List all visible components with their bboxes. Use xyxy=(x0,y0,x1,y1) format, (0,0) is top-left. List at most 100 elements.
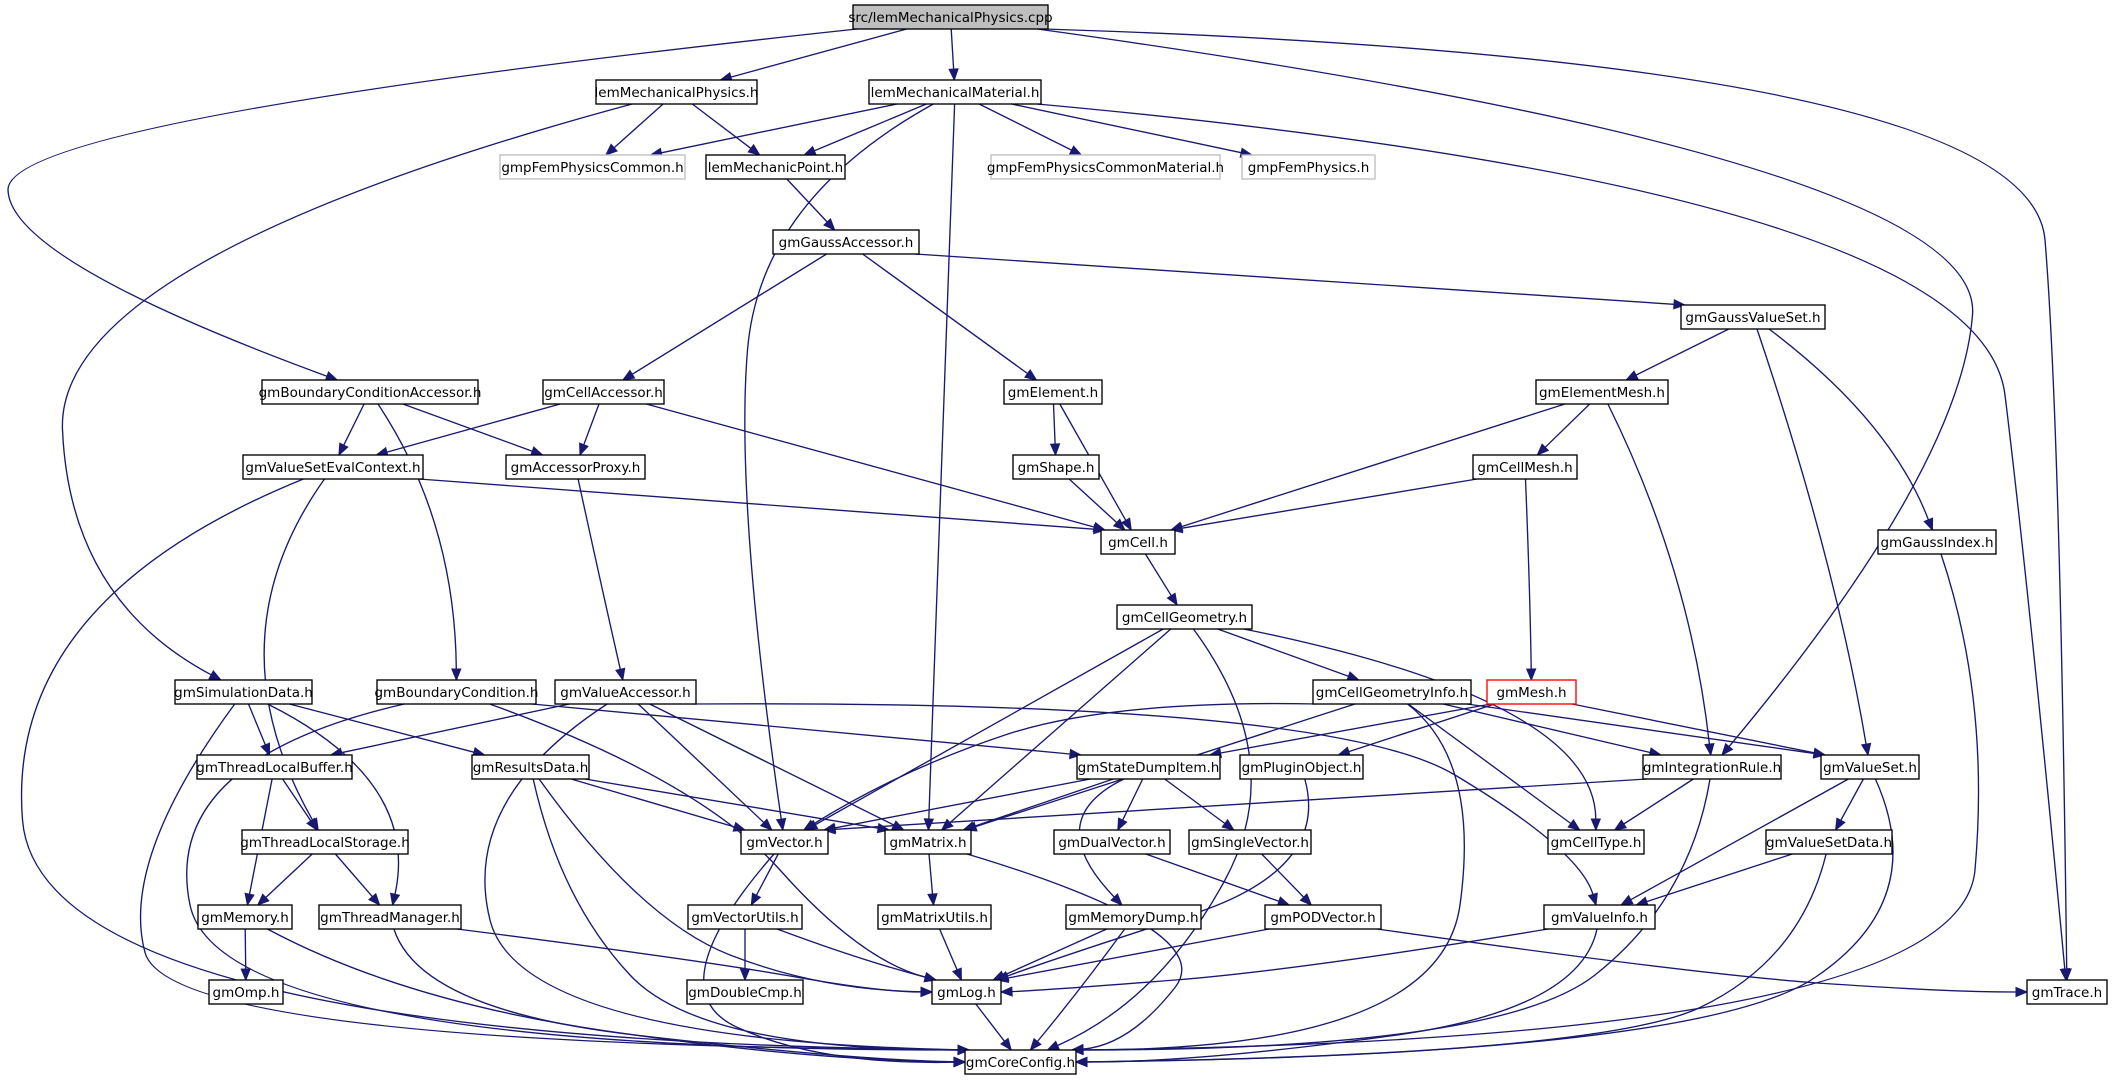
edge-lemMechanicalMaterial-to-gmMatrix xyxy=(928,103,956,820)
arrowhead-gmElement-to-gmCell xyxy=(1121,517,1132,532)
node-label: gmVector.h xyxy=(746,835,822,851)
node-box xyxy=(1012,454,1100,480)
node-root[interactable]: src/lemMechanicalPhysics.cpp xyxy=(848,4,1053,30)
node-gmValueSetEvalContext[interactable]: gmValueSetEvalContext.h xyxy=(242,454,424,480)
node-gmValueSetData[interactable]: gmValueSetData.h xyxy=(1765,829,1893,855)
node-gmMatrix[interactable]: gmMatrix.h xyxy=(884,829,972,855)
node-gmBoundaryCondition[interactable]: gmBoundaryCondition.h xyxy=(374,679,539,705)
node-gmGaussValueSet[interactable]: gmGaussValueSet.h xyxy=(1680,304,1826,330)
node-gmDoubleCmp[interactable]: gmDoubleCmp.h xyxy=(686,979,804,1005)
node-box xyxy=(964,1049,1077,1075)
node-gmSimulationData[interactable]: gmSimulationData.h xyxy=(174,679,313,705)
node-gmResultsData[interactable]: gmResultsData.h xyxy=(471,754,590,780)
node-gmAccessorProxy[interactable]: gmAccessorProxy.h xyxy=(505,454,646,480)
node-gmThreadLocalBuffer[interactable]: gmThreadLocalBuffer.h xyxy=(196,754,353,780)
edge-gmVector-to-gmVectorUtils xyxy=(755,853,779,896)
edge-gmValueSetData-to-gmValueInfo xyxy=(1646,853,1793,903)
node-gmIntegrationRule[interactable]: gmIntegrationRule.h xyxy=(1642,754,1782,780)
node-gmElement[interactable]: gmElement.h xyxy=(1003,379,1103,405)
node-box xyxy=(877,904,992,930)
arrowhead-gmValueAccessor-to-gmValueInfo xyxy=(1587,892,1598,907)
edge-gmBoundaryCondition-to-gmLog xyxy=(489,703,926,978)
arrowhead-lemMechanicalMaterial-to-gmTrace xyxy=(2059,968,2070,982)
node-gmThreadManager[interactable]: gmThreadManager.h xyxy=(318,904,462,930)
arrowhead-gmStateDumpItem-to-gmMemoryDump xyxy=(1110,893,1123,906)
node-gmElementMesh[interactable]: gmElementMesh.h xyxy=(1535,379,1669,405)
node-gmStateDumpItem[interactable]: gmStateDumpItem.h xyxy=(1076,754,1221,780)
node-box xyxy=(1239,754,1364,780)
edge-gmValueSetEvalContext-to-gmCell xyxy=(418,478,1095,530)
node-gmCellAccessor[interactable]: gmCellAccessor.h xyxy=(542,379,665,405)
edge-gmGaussIndex-to-gmCoreConfig xyxy=(1082,553,1980,1051)
node-gmSingleVector[interactable]: gmSingleVector.h xyxy=(1188,829,1312,855)
edge-gmCellMesh-to-gmMesh xyxy=(1524,478,1532,670)
node-gmDualVector[interactable]: gmDualVector.h xyxy=(1053,829,1171,855)
node-label: gmpFemPhysicsCommonMaterial.h xyxy=(987,160,1224,176)
node-gmCellGeometry[interactable]: gmCellGeometry.h xyxy=(1116,604,1253,630)
node-gmpFemPhysicsCommon[interactable]: gmpFemPhysicsCommon.h xyxy=(499,154,686,180)
node-gmBoundaryConditionAccessor[interactable]: gmBoundaryConditionAccessor.h xyxy=(259,379,482,405)
node-gmVectorUtils[interactable]: gmVectorUtils.h xyxy=(687,904,803,930)
edge-gmPluginObject-to-gmLog xyxy=(1007,778,1310,977)
node-gmVector[interactable]: gmVector.h xyxy=(740,829,829,855)
node-label: gmStateDumpItem.h xyxy=(1078,760,1220,776)
arrowhead-gmGaussAccessor-to-gmElement xyxy=(1024,369,1038,381)
node-label: gmLog.h xyxy=(937,985,996,1001)
edge-gmMatrix-to-gmMatrixUtils xyxy=(928,853,934,895)
node-gmPluginObject[interactable]: gmPluginObject.h xyxy=(1239,754,1364,780)
node-gmMemoryDump[interactable]: gmMemoryDump.h xyxy=(1065,904,1202,930)
arrowhead-gmGaussAccessor-to-gmCellAccessor xyxy=(621,369,636,381)
node-box xyxy=(1765,829,1893,855)
node-gmCoreConfig[interactable]: gmCoreConfig.h xyxy=(964,1049,1077,1075)
node-gmCellGeometryInfo[interactable]: gmCellGeometryInfo.h xyxy=(1312,679,1472,705)
node-box xyxy=(242,454,424,480)
node-lemMechanicalMaterial[interactable]: lemMechanicalMaterial.h xyxy=(868,79,1042,105)
node-gmTrace[interactable]: gmTrace.h xyxy=(2026,979,2108,1005)
arrowhead-gmMemoryDump-to-gmCoreConfig xyxy=(1029,1037,1042,1052)
edge-gmSingleVector-to-gmPODVector xyxy=(1261,853,1305,898)
node-gmpFemPhysicsCommonMaterial[interactable]: gmpFemPhysicsCommonMaterial.h xyxy=(987,154,1224,180)
node-gmGaussIndex[interactable]: gmGaussIndex.h xyxy=(1877,529,1997,555)
node-lemMechanicPoint[interactable]: lemMechanicPoint.h xyxy=(705,154,846,180)
edge-gmValueSetEvalContext-to-gmCoreConfig xyxy=(20,478,959,1051)
node-box xyxy=(1053,829,1171,855)
arrowhead-gmSimulationData-to-gmThreadLocalBuffer xyxy=(260,742,270,757)
node-box xyxy=(261,379,479,405)
node-gmOmp[interactable]: gmOmp.h xyxy=(208,979,284,1005)
edge-gmMemory-to-gmOmp xyxy=(244,928,247,970)
node-gmpFemPhysics[interactable]: gmpFemPhysics.h xyxy=(1241,154,1376,180)
edge-lemMechanicalMaterial-to-gmpFemPhysicsCommon xyxy=(661,103,898,154)
arrowhead-gmGaussAccessor-to-gmGaussValueSet xyxy=(1673,299,1687,310)
node-gmValueAccessor[interactable]: gmValueAccessor.h xyxy=(554,679,697,705)
node-label: gmCellGeometry.h xyxy=(1122,610,1247,626)
node-lemMechanicalPhysics[interactable]: lemMechanicalPhysics.h xyxy=(595,79,759,105)
edge-gmIntegrationRule-to-gmCoreConfig xyxy=(1082,778,1711,1051)
node-gmLog[interactable]: gmLog.h xyxy=(931,979,1002,1005)
node-gmPODVector[interactable]: gmPODVector.h xyxy=(1264,904,1382,930)
node-gmGaussAccessor[interactable]: gmGaussAccessor.h xyxy=(772,229,920,255)
node-gmValueInfo[interactable]: gmValueInfo.h xyxy=(1543,904,1656,930)
node-gmCellType[interactable]: gmCellType.h xyxy=(1547,829,1645,855)
edge-gmCellGeometryInfo-to-gmIntegrationRule xyxy=(1443,703,1651,754)
node-gmMesh[interactable]: gmMesh.h xyxy=(1486,679,1577,705)
edge-lemMechanicPoint-to-gmGaussAccessor xyxy=(786,178,828,223)
node-gmCellMesh[interactable]: gmCellMesh.h xyxy=(1472,454,1578,480)
node-label: src/lemMechanicalPhysics.cpp xyxy=(848,10,1052,26)
node-label: gmValueAccessor.h xyxy=(560,685,690,701)
edge-root-to-lemMechanicalPhysics xyxy=(730,28,907,78)
node-gmShape[interactable]: gmShape.h xyxy=(1012,454,1100,480)
node-box xyxy=(542,379,665,405)
edge-gmDualVector-to-gmPODVector xyxy=(1145,853,1280,902)
node-box xyxy=(772,229,920,255)
node-label: lemMechanicalMaterial.h xyxy=(871,85,1040,101)
arrowhead-gmCellMesh-to-gmMesh xyxy=(1525,668,1537,682)
node-box xyxy=(174,679,313,705)
node-box xyxy=(208,979,284,1005)
node-gmCell[interactable]: gmCell.h xyxy=(1100,529,1176,555)
node-gmMatrixUtils[interactable]: gmMatrixUtils.h xyxy=(877,904,992,930)
node-gmMemory[interactable]: gmMemory.h xyxy=(197,904,293,930)
node-gmValueSet[interactable]: gmValueSet.h xyxy=(1820,754,1920,780)
node-label: gmGaussAccessor.h xyxy=(779,235,914,251)
node-gmThreadLocalStorage[interactable]: gmThreadLocalStorage.h xyxy=(240,829,410,855)
node-box xyxy=(1680,304,1826,330)
